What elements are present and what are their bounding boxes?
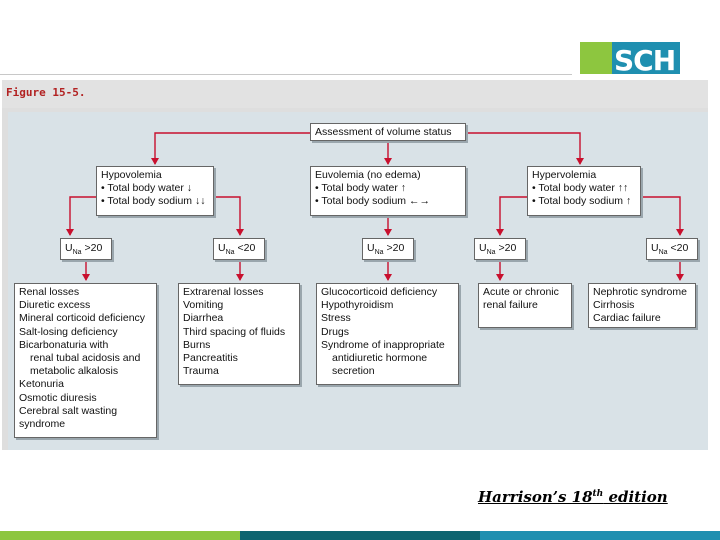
cause-item: Cerebral salt wasting [19,404,118,417]
cause-item: Hypothyroidism [321,299,394,312]
una-sub: Na [486,249,496,257]
causes-hypervolemia-box: Nephrotic syndrome Cirrhosis Cardiac fai… [588,283,696,328]
una-box-3: UNa >20 [362,238,414,260]
category-item: • Total body water ↑ [315,182,407,195]
cause-item: Acute or chronic [483,286,559,298]
cause-item: Osmotic diuresis [19,391,97,404]
footer-bar-green [0,531,240,540]
figure-header [2,80,708,108]
logo-green-block [580,42,612,74]
category-item: • Total body sodium ↑ [532,195,632,208]
cause-item: Bicarbonaturia with [19,338,109,351]
citation: Harrison’s 18th edition [478,488,668,506]
citation-sup: th [592,489,604,499]
cause-item: Diarrhea [183,312,224,325]
cause-item: renal failure [483,299,538,312]
citation-suffix: edition [603,488,668,506]
una-box-4: UNa >20 [474,238,526,260]
category-title: Hypovolemia [101,169,162,181]
una-box-1: UNa >20 [60,238,112,260]
una-label: U [367,242,375,254]
hypervolemia-box: Hypervolemia • Total body water ↑↑ • Tot… [527,166,641,216]
arrow-hyper-right [640,196,684,236]
cause-item: Renal losses [19,286,80,298]
cause-item: Syndrome of inappropriate [321,338,445,351]
arrow-root-hypervolemia [465,132,584,165]
una-sub: Na [374,249,384,257]
category-title: Euvolemia (no edema) [315,169,421,181]
una-value: <20 [670,242,689,254]
cause-item: Extrarenal losses [183,286,264,298]
una-sub: Na [72,249,82,257]
una-label: U [651,242,659,254]
cause-item: Trauma [183,365,219,378]
cause-item: Vomiting [183,299,224,312]
footer-bar-dark-teal [240,531,480,540]
cause-item: Pancreatitis [183,352,238,365]
cause-item: metabolic alkalosis [30,365,119,378]
arrow-hypo-right [213,196,244,236]
category-item: • Total body sodium ↓↓ [101,195,206,208]
arrow-hyper-left [496,196,527,236]
arrow-root-hypovolemia [151,132,310,165]
cause-item: Salt-losing deficiency [19,325,118,338]
una-value: <20 [237,242,256,254]
una-box-5: UNa <20 [646,238,698,260]
logo: SCH [614,44,676,74]
cause-item: Stress [321,312,351,325]
cause-item: secretion [332,365,375,378]
category-title: Hypervolemia [532,169,597,181]
root-label: Assessment of volume status [315,126,452,138]
cause-item: antidiuretic hormone [332,352,428,365]
cause-item: syndrome [19,418,66,431]
una-value: >20 [386,242,405,254]
cause-item: Ketonuria [19,378,64,391]
figure-title: Figure 15-5. [6,86,86,99]
root-box: Assessment of volume status [310,123,466,141]
una-sub: Na [225,249,235,257]
cause-item: renal tubal acidosis and [30,352,141,365]
logo-teal-block [612,42,680,74]
category-item: • Total body sodium ←→ [315,195,430,208]
category-item: • Total body water ↓ [101,182,193,195]
cause-item: Cirrhosis [593,299,635,312]
una-label: U [218,242,226,254]
causes-renal-box: Renal losses Diuretic excess Mineral cor… [14,283,157,438]
causes-renal-failure-box: Acute or chronic renal failure [478,283,572,328]
footer-bar-teal [480,531,720,540]
category-item: • Total body water ↑↑ [532,182,629,195]
cause-item: Diuretic excess [19,299,91,312]
cause-item: Mineral corticoid deficiency [19,312,146,325]
causes-extrarenal-box: Extrarenal losses Vomiting Diarrhea Thir… [178,283,300,385]
cause-item: Burns [183,338,211,351]
cause-item: Glucocorticoid deficiency [321,286,438,298]
causes-euvolemia-box: Glucocorticoid deficiency Hypothyroidism… [316,283,459,385]
header-divider [0,74,572,75]
cause-item: Third spacing of fluids [183,325,286,338]
una-label: U [479,242,487,254]
cause-item: Drugs [321,325,350,338]
citation-prefix: Harrison’s 18 [478,488,593,506]
euvolemia-box: Euvolemia (no edema) • Total body water … [310,166,466,216]
una-value: >20 [498,242,517,254]
cause-item: Cardiac failure [593,312,661,325]
hypovolemia-box: Hypovolemia • Total body water ↓ • Total… [96,166,214,216]
una-label: U [65,242,73,254]
cause-item: Nephrotic syndrome [593,286,687,298]
una-sub: Na [658,249,668,257]
arrow-hypo-left [66,196,97,236]
una-box-2: UNa <20 [213,238,265,260]
una-value: >20 [84,242,103,254]
